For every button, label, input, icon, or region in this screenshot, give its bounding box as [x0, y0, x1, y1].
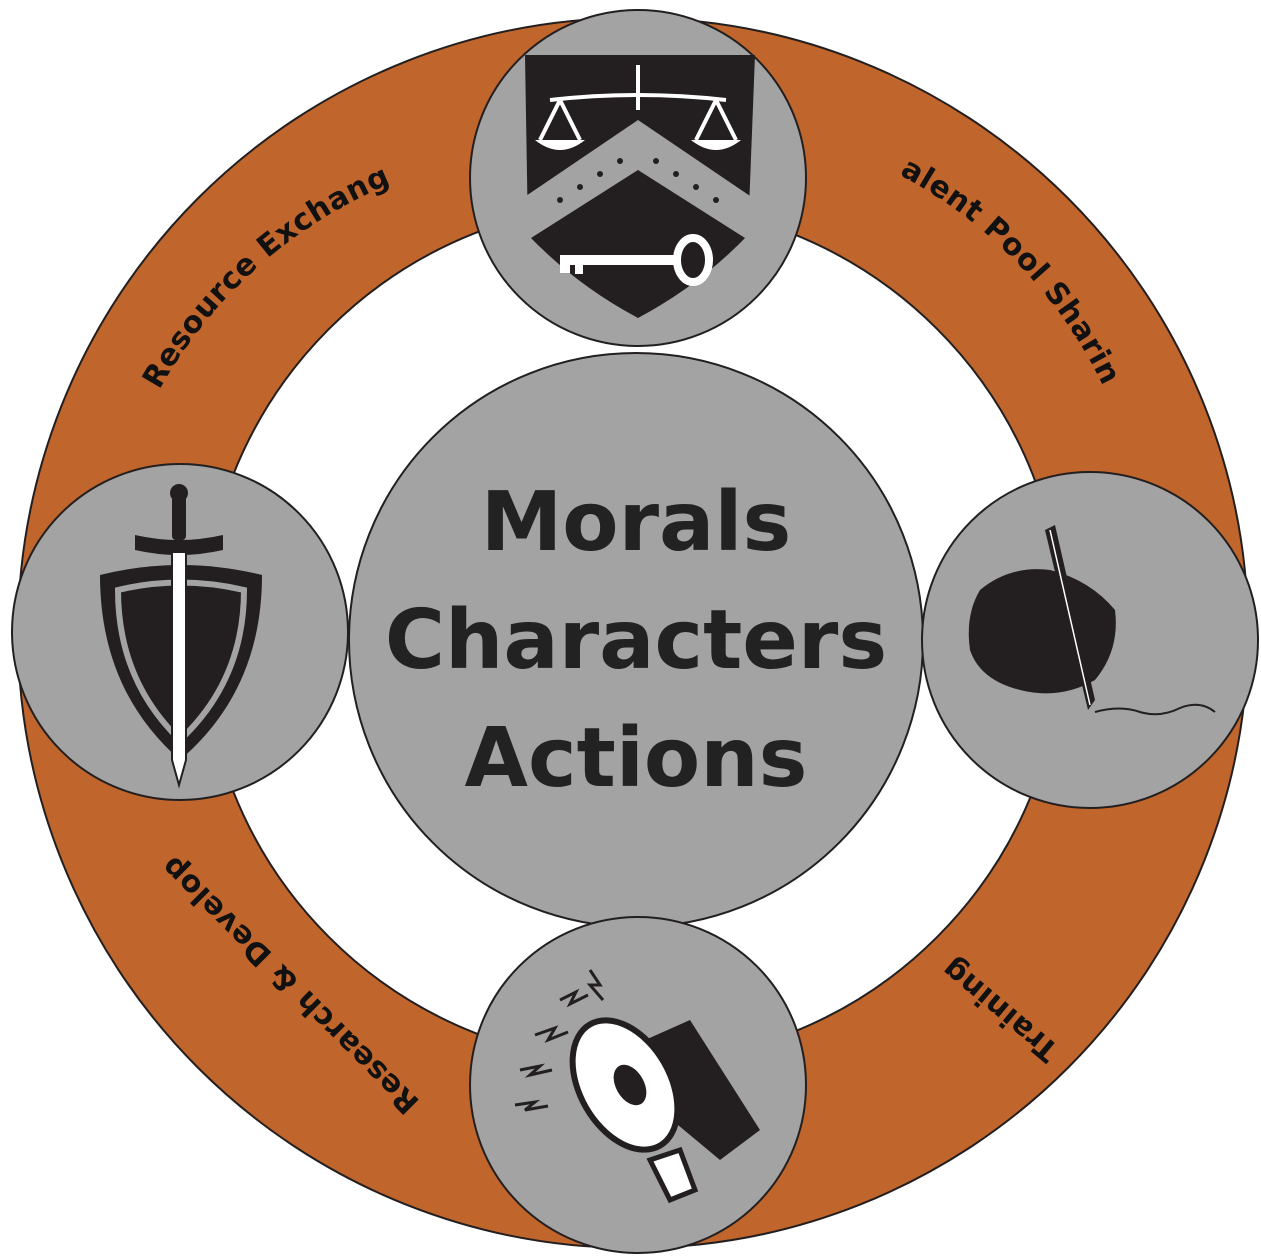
center-line-actions: Actions — [465, 711, 808, 806]
hand-writing-signature-icon — [968, 525, 1216, 716]
node-bottom — [469, 916, 807, 1254]
megaphone-icon — [514, 969, 760, 1204]
node-right — [921, 471, 1259, 809]
node-left — [11, 463, 349, 801]
center-line-morals: Morals — [481, 475, 792, 570]
shield-with-scales-and-key-icon — [520, 55, 756, 318]
node-top — [469, 9, 807, 347]
sword-and-shield-icon — [100, 484, 262, 789]
center-line-characters: Characters — [385, 593, 887, 688]
